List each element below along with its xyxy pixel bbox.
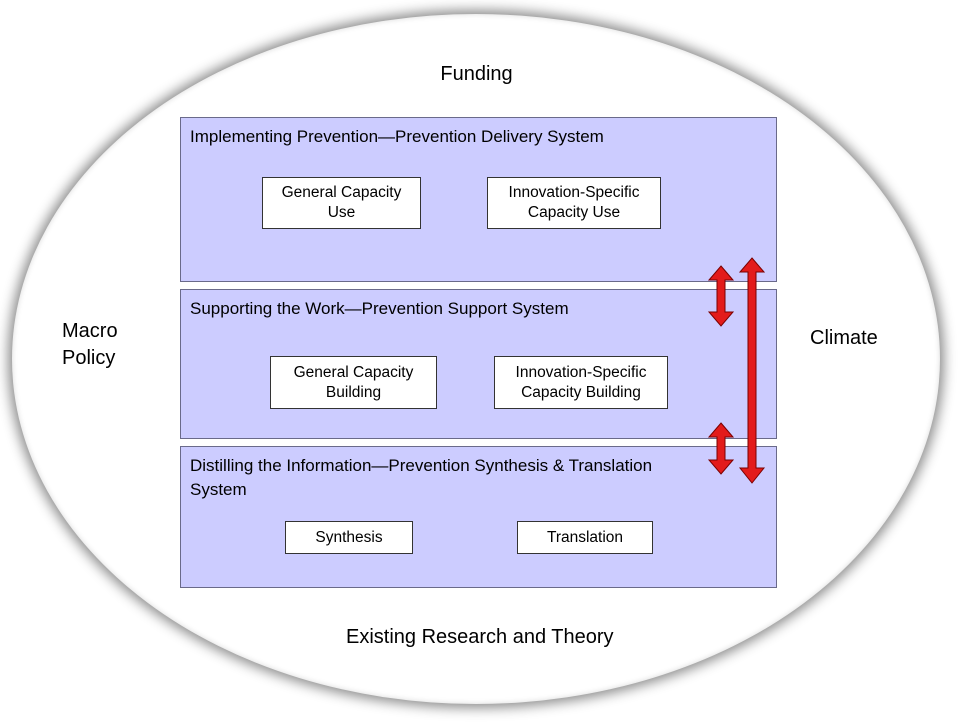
macro-policy-label: Macro Policy: [62, 320, 118, 369]
double-arrow-support-synthesis: [707, 422, 735, 475]
general-capacity-building-box: General Capacity Building: [270, 356, 437, 409]
synthesis-system-title: Distilling the Information—Prevention Sy…: [190, 456, 653, 499]
connection-arrows: [707, 257, 766, 484]
double-arrow-delivery-synthesis: [738, 257, 766, 484]
support-system-box: Supporting the Work—Prevention Support S…: [180, 289, 777, 439]
delivery-system-box: Implementing Prevention—Prevention Deliv…: [180, 117, 777, 282]
innovation-capacity-building-box: Innovation-Specific Capacity Building: [494, 356, 668, 409]
general-capacity-use-box: General Capacity Use: [262, 177, 421, 229]
synthesis-system-box: Distilling the Information—Prevention Sy…: [180, 446, 777, 588]
funding-label: Funding: [440, 63, 513, 85]
research-theory-label: Existing Research and Theory: [346, 626, 614, 648]
climate-label: Climate: [810, 327, 878, 349]
delivery-system-title: Implementing Prevention—Prevention Deliv…: [190, 127, 604, 146]
translation-box: Translation: [517, 521, 653, 554]
innovation-capacity-use-box: Innovation-Specific Capacity Use: [487, 177, 661, 229]
synthesis-box: Synthesis: [285, 521, 413, 554]
support-system-title: Supporting the Work—Prevention Support S…: [190, 299, 569, 318]
double-arrow-delivery-support: [707, 265, 735, 327]
